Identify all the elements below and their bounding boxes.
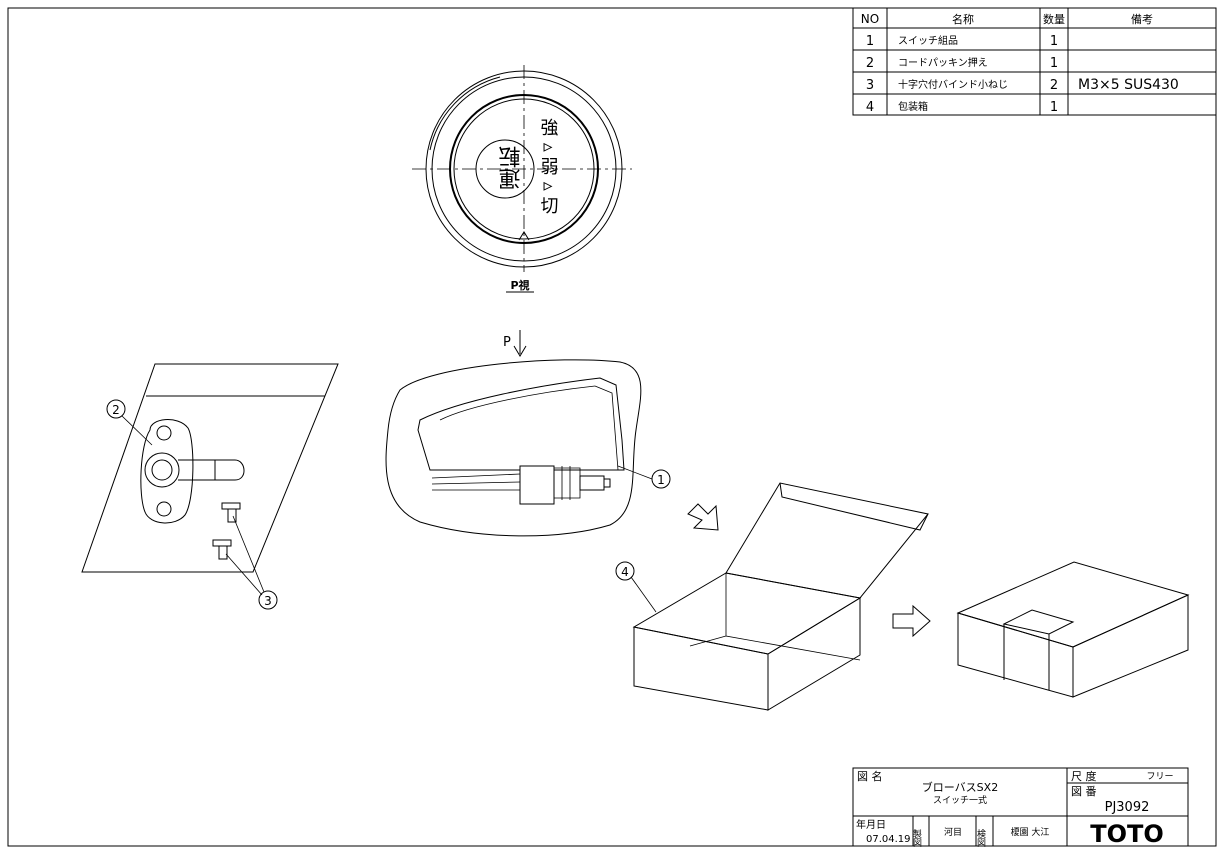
p-arrow-label: P [503,335,511,350]
row1-name: スイッチ組品 [898,34,958,47]
drawing-no-label: 図 番 [1071,785,1097,798]
drawing-no: PJ3092 [1105,800,1150,815]
date-label: 年月日 [856,818,886,831]
made-by-label: 製図 [911,828,922,848]
callout-2: 2 [106,399,153,446]
cord-packing-panel [81,363,339,573]
header-remarks: 備考 [1131,13,1153,26]
date-value: 07.04.19 [866,834,911,845]
made-by-value: 河目 [944,826,962,838]
drawing-name-label: 図 名 [857,769,883,783]
header-qty: 数量 [1043,13,1065,26]
row4-name: 包装箱 [898,100,928,113]
process-arrow-1 [687,503,719,531]
title-block: 図 名 ブローバスSX2 スイッチ一式 尺 度 フリー 図 番 PJ3092 年… [852,767,1189,848]
callout-4: 4 [615,561,657,613]
p-view-dial: 運転 強▹弱▹切 P視 [412,65,632,293]
row4-no: 4 [866,100,874,115]
row3-qty: 2 [1050,78,1058,93]
callout-2-number: 2 [112,403,120,417]
scale-label: 尺 度 [1071,769,1097,783]
brand-logo: TOTO [1090,820,1164,848]
row3-remarks: M3×5 SUS430 [1078,77,1179,93]
callout-4-number: 4 [621,565,629,579]
open-box [632,482,929,711]
row3-no: 3 [866,78,874,93]
row1-qty: 1 [1050,34,1058,49]
row3-name: 十字穴付バインド小ねじ [898,78,1008,91]
dial-side-text: 強▹弱▹切 [538,118,559,214]
sheet-border [7,7,1217,847]
row2-no: 2 [866,56,874,71]
row1-no: 1 [866,34,874,49]
checked-by-value: 榎園 大江 [1011,826,1050,838]
callout-1-number: 1 [657,473,665,487]
row2-qty: 1 [1050,56,1058,71]
switch-assembly-in-bag [385,359,642,537]
checked-by-label: 検図 [975,828,986,848]
callout-3-number: 3 [264,594,272,608]
row4-qty: 1 [1050,100,1058,115]
process-arrow-2 [892,604,931,638]
product-subtitle: スイッチ一式 [933,794,987,806]
scale-value: フリー [1146,772,1173,782]
dial-center-text: 運転 [499,146,525,190]
callout-3: 3 [225,515,278,610]
header-no: NO [861,12,879,26]
product-name: ブローバスSX2 [922,780,998,794]
parts-table: NO 名称 数量 備考 1 スイッチ組品 1 2 コードパッキン押え 1 3 十… [852,7,1217,116]
closed-box [956,561,1190,698]
header-name: 名称 [952,12,974,26]
callout-1: 1 [617,465,671,489]
p-direction-arrow: P [503,330,527,357]
row2-name: コードパッキン押え [898,56,988,69]
p-view-label: P視 [510,278,529,292]
